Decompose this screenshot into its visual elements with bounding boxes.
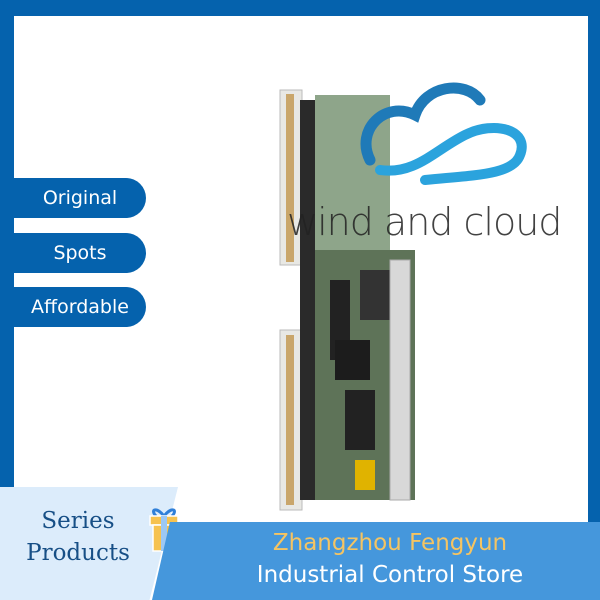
badge-label: Affordable bbox=[31, 296, 129, 318]
badge-label: Spots bbox=[53, 242, 107, 264]
series-products-label: Series Products bbox=[18, 505, 138, 569]
store-banner bbox=[152, 522, 600, 600]
store-type: Industrial Control Store bbox=[256, 562, 524, 588]
series-panel bbox=[0, 487, 178, 600]
badge-original: Original bbox=[14, 178, 146, 218]
logo-text: wind and cloud bbox=[287, 200, 562, 244]
store-name: Zhangzhou Fengyun bbox=[272, 530, 508, 556]
series-line2: Products bbox=[26, 540, 130, 566]
cloud-logo-icon bbox=[360, 82, 527, 185]
badge-affordable: Affordable bbox=[14, 287, 146, 327]
series-line1: Series bbox=[41, 508, 115, 534]
badge-label: Original bbox=[42, 187, 118, 209]
badge-spots: Spots bbox=[14, 233, 146, 273]
